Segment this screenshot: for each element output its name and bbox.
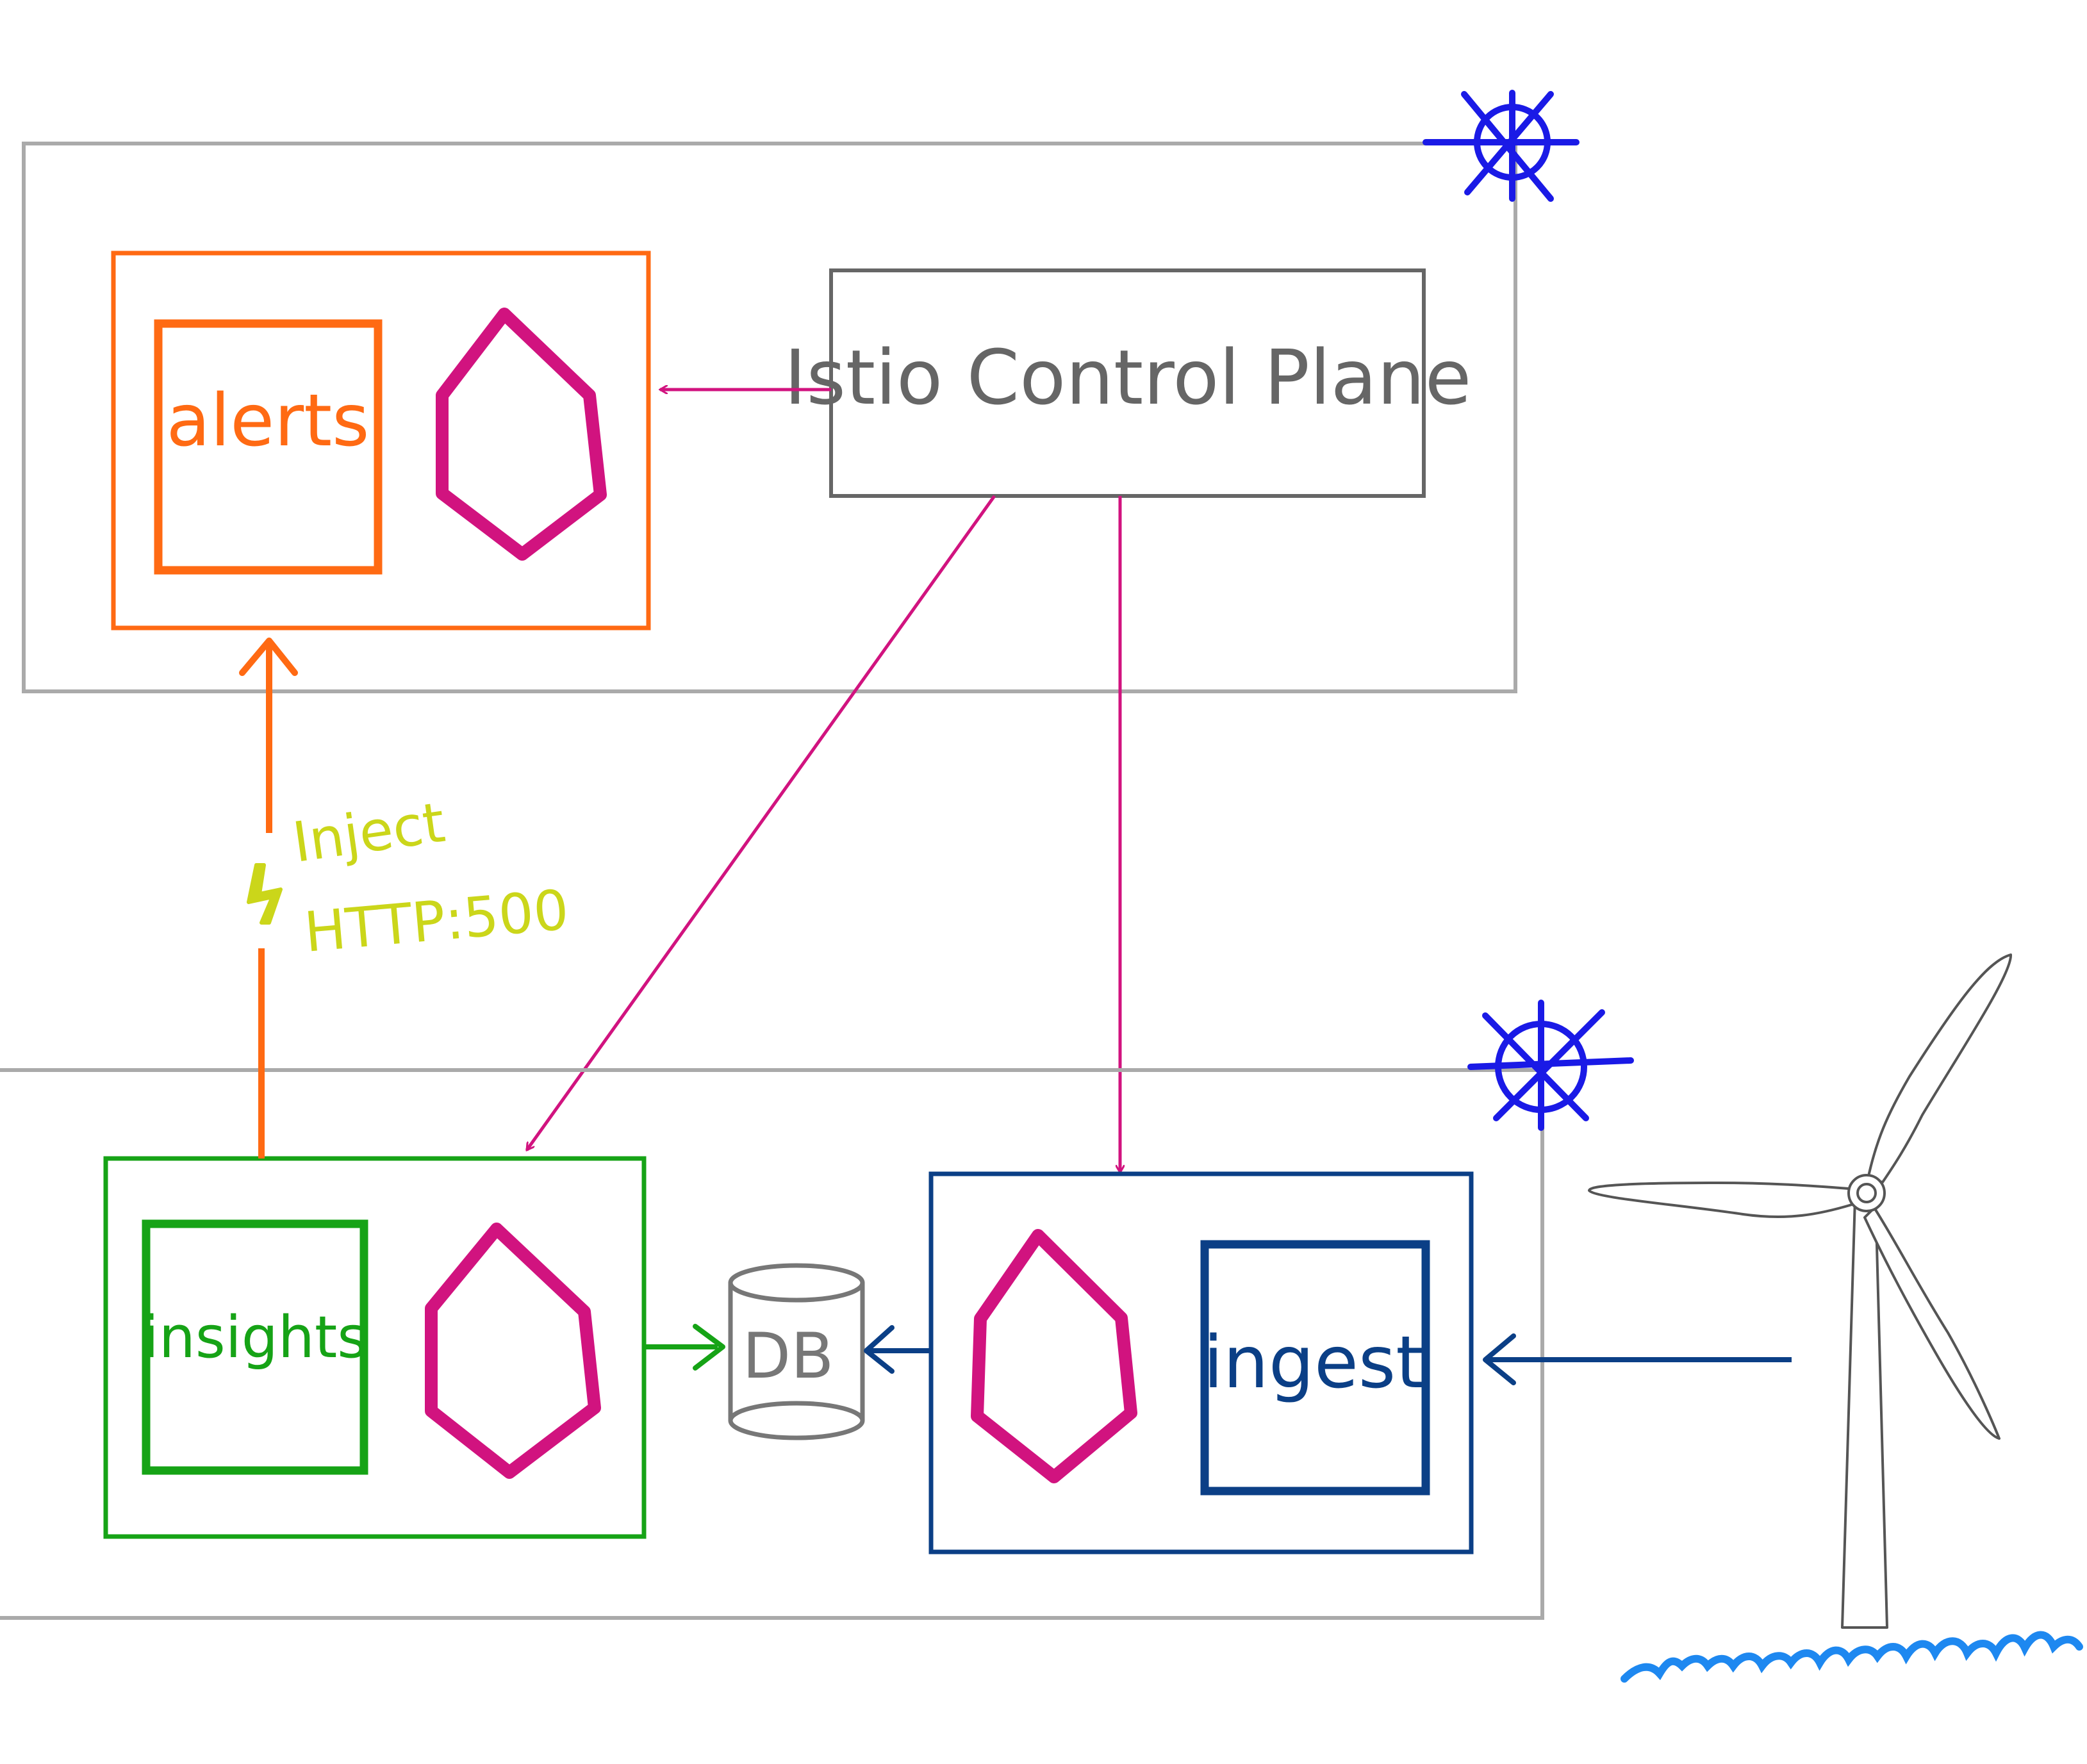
- turbine-to-ingest-arrowhead: [1483, 1333, 1516, 1385]
- fault-label-line1: Inject: [289, 791, 449, 875]
- helm-icon: [1423, 90, 1580, 202]
- cluster-bottom: [0, 1068, 1544, 1620]
- insights-to-db-arrowhead: [693, 1324, 725, 1371]
- ingest-to-db-arrowhead: [864, 1325, 895, 1374]
- alerts-service-box[interactable]: [154, 319, 383, 575]
- db-label: DB: [743, 1320, 834, 1393]
- alerts-label: alerts: [167, 379, 370, 463]
- control-to-insights-arrow: [525, 495, 996, 1150]
- ingest-pod[interactable]: [928, 1171, 1474, 1554]
- cluster-top: [22, 142, 1517, 693]
- ingest-label: ingest: [1203, 1321, 1424, 1405]
- insights-label: insights: [143, 1304, 367, 1371]
- control-plane-label: Istio Control Plane: [784, 333, 1472, 422]
- alerts-arrowhead: [239, 638, 298, 676]
- envoy-proxy-hexagon-icon: [971, 1229, 1137, 1483]
- envoy-proxy-hexagon-icon: [436, 308, 607, 561]
- control-plane-box[interactable]: [829, 268, 1426, 498]
- envoy-proxy-hexagon-icon: [425, 1223, 601, 1479]
- helm-icon: [1467, 1000, 1634, 1131]
- fault-label-line2: HTTP:500: [302, 878, 571, 965]
- alerts-pod[interactable]: [111, 251, 651, 631]
- database-icon: [728, 1263, 865, 1440]
- insights-service-box[interactable]: [142, 1219, 368, 1475]
- water-wave-icon: [1621, 1631, 2083, 1683]
- lightning-bolt-icon: [247, 863, 283, 925]
- wind-turbine-icon: [1588, 953, 2013, 1629]
- ingest-service-box[interactable]: [1200, 1240, 1430, 1496]
